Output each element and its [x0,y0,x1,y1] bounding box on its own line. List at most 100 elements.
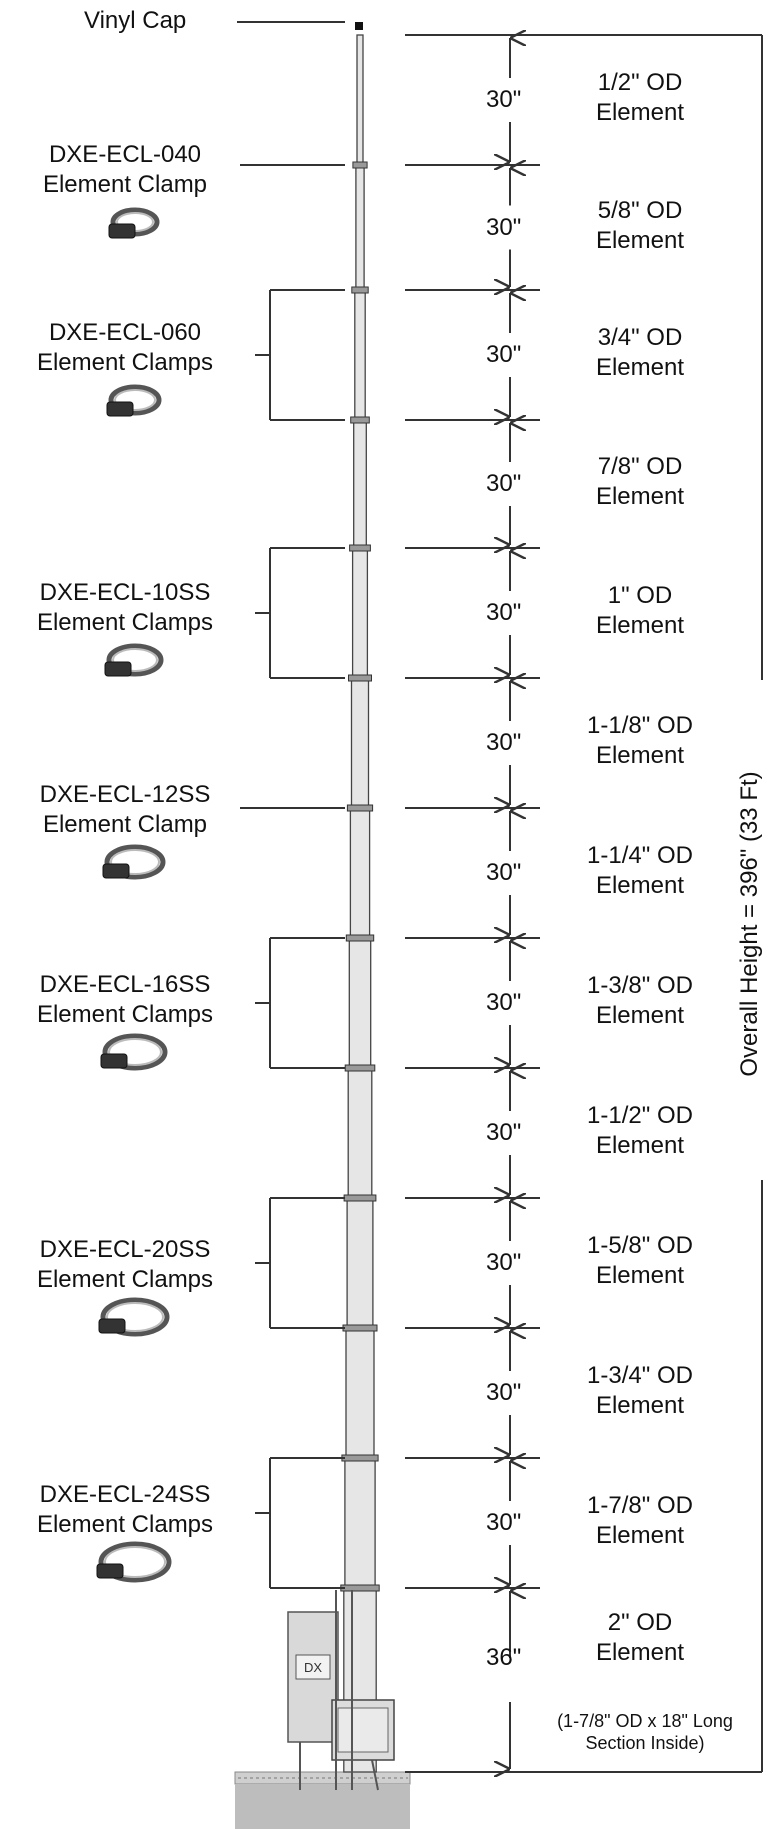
section-element-label: Element [595,1392,685,1419]
mast-section [346,1197,374,1329]
section-od-label: 5/8" OD [597,196,683,224]
hose-clamp-band-icon [114,389,156,411]
section-od-label: 1" OD [607,582,673,609]
clamp-description: Element Clamps [36,1001,214,1028]
section-element-label: Element [595,354,685,381]
joint-clamp [350,416,370,424]
mast-section [345,1327,375,1459]
vinyl-cap [355,22,363,30]
hose-clamp-screw-icon [102,863,130,879]
section-element-label: Element [595,99,685,126]
clamp-part-number: DXE-ECL-12SS [39,781,211,808]
section-length-label: 30" [486,341,522,368]
section-element-label: Element [595,1639,685,1666]
section-length-label: 30" [486,1509,522,1536]
section-od-label: 2" OD [607,1609,673,1636]
hose-clamp-screw-icon [100,1053,128,1069]
section-element-label: Element [595,612,685,639]
clamp-description: Element Clamp [42,171,208,198]
vinyl-cap-label: Vinyl Cap [84,7,187,34]
clamp-description: Element Clamps [36,609,214,636]
section-element-label: Element [595,226,685,254]
mast-section [348,937,372,1069]
hose-clamp-band-icon [112,648,158,672]
section-length-label: 30" [486,470,522,497]
joint-clamp [352,161,368,169]
inner-section-note: (1-7/8" OD x 18" Long Section Inside) [530,1710,760,1754]
mast-section [344,1457,376,1589]
clamp-description: Element Clamps [36,1511,214,1538]
hose-clamp-band-icon [108,1038,162,1066]
clamp-part-number: DXE-ECL-24SS [39,1481,211,1508]
joint-clamp [343,1194,377,1202]
section-length-label: 36" [486,1644,522,1671]
mast-section [349,807,371,939]
section-od-label: 7/8" OD [597,453,683,480]
section-od-label: 1-1/8" OD [587,712,693,739]
mast-section [347,1067,373,1199]
section-od-label: 1-1/2" OD [587,1102,693,1129]
hose-clamp-icon [102,1033,168,1071]
hose-clamp-screw-icon [106,401,134,417]
section-length-label: 30" [486,1249,522,1276]
section-length-label: 30" [486,599,522,626]
section-element-label: Element [595,1002,685,1029]
hose-clamp-icon [106,643,164,677]
section-element-label: Element [595,1522,685,1549]
section-od-label: 1-1/4" OD [587,842,693,869]
clamp-leader-lines [240,164,345,1589]
section-od-label: 1/2" OD [597,69,683,96]
section-length-label: 30" [486,729,522,756]
clamp-part-number: DXE-ECL-060 [48,319,202,346]
section-od-label: 1-5/8" OD [587,1232,693,1259]
inner-section-note-line2: Section Inside) [585,1733,705,1753]
hose-clamp-screw-icon [108,223,136,239]
hose-clamp-screw-icon [104,661,132,677]
section-element-label: Element [595,1262,685,1289]
joint-clamp [340,1584,380,1592]
section-length-label: 30" [486,1119,522,1146]
section-length-label: 30" [486,859,522,886]
clamp-group-label: DXE-ECL-12SS Element Clamp [0,780,250,840]
ground-base [234,1771,411,1829]
clamp-part-number: DXE-ECL-16SS [39,971,211,998]
joint-clamp [341,1454,379,1462]
section-length-label: 30" [486,1379,522,1406]
svg-text:DX: DX [304,1660,322,1675]
joint-clamp [348,674,372,682]
mast-section [354,289,366,421]
antenna-mast [340,34,380,1773]
inner-section-note-line1: (1-7/8" OD x 18" Long [557,1711,733,1731]
clamp-part-number: DXE-ECL-10SS [39,579,211,606]
clamp-group-label: DXE-ECL-10SS Element Clamps [0,578,250,638]
overall-height-label: Overall Height = 396" (33 Ft) [736,771,763,1077]
joint-clamp [351,286,369,294]
section-od-label: 3/4" OD [597,324,683,351]
mast-section [355,164,365,291]
clamp-group-label: DXE-ECL-24SS Element Clamps [0,1480,250,1540]
mast-section [353,419,367,549]
clamp-part-number: DXE-ECL-040 [48,141,202,168]
hose-clamp-icon [108,384,162,416]
section-element-label: Element [595,872,685,899]
hose-clamp-screw-icon [96,1563,124,1579]
section-length-label: 30" [486,989,522,1016]
clamp-icons [96,207,172,1583]
clamp-description: Element Clamps [36,1266,214,1293]
hose-clamp-band-icon [106,1302,164,1332]
hose-clamp-icon [98,1541,172,1583]
mast-section [350,677,370,809]
clamp-description: Element Clamps [36,349,214,376]
mast-section [351,547,369,679]
section-element-label: Element [595,1132,685,1159]
joint-clamp [344,1064,376,1072]
section-od-label: 1-3/8" OD [587,972,693,999]
clamp-description: Element Clamp [42,811,208,838]
mast-section [356,34,364,166]
section-od-label: 1-3/4" OD [587,1362,693,1389]
joint-clamp [346,804,374,812]
